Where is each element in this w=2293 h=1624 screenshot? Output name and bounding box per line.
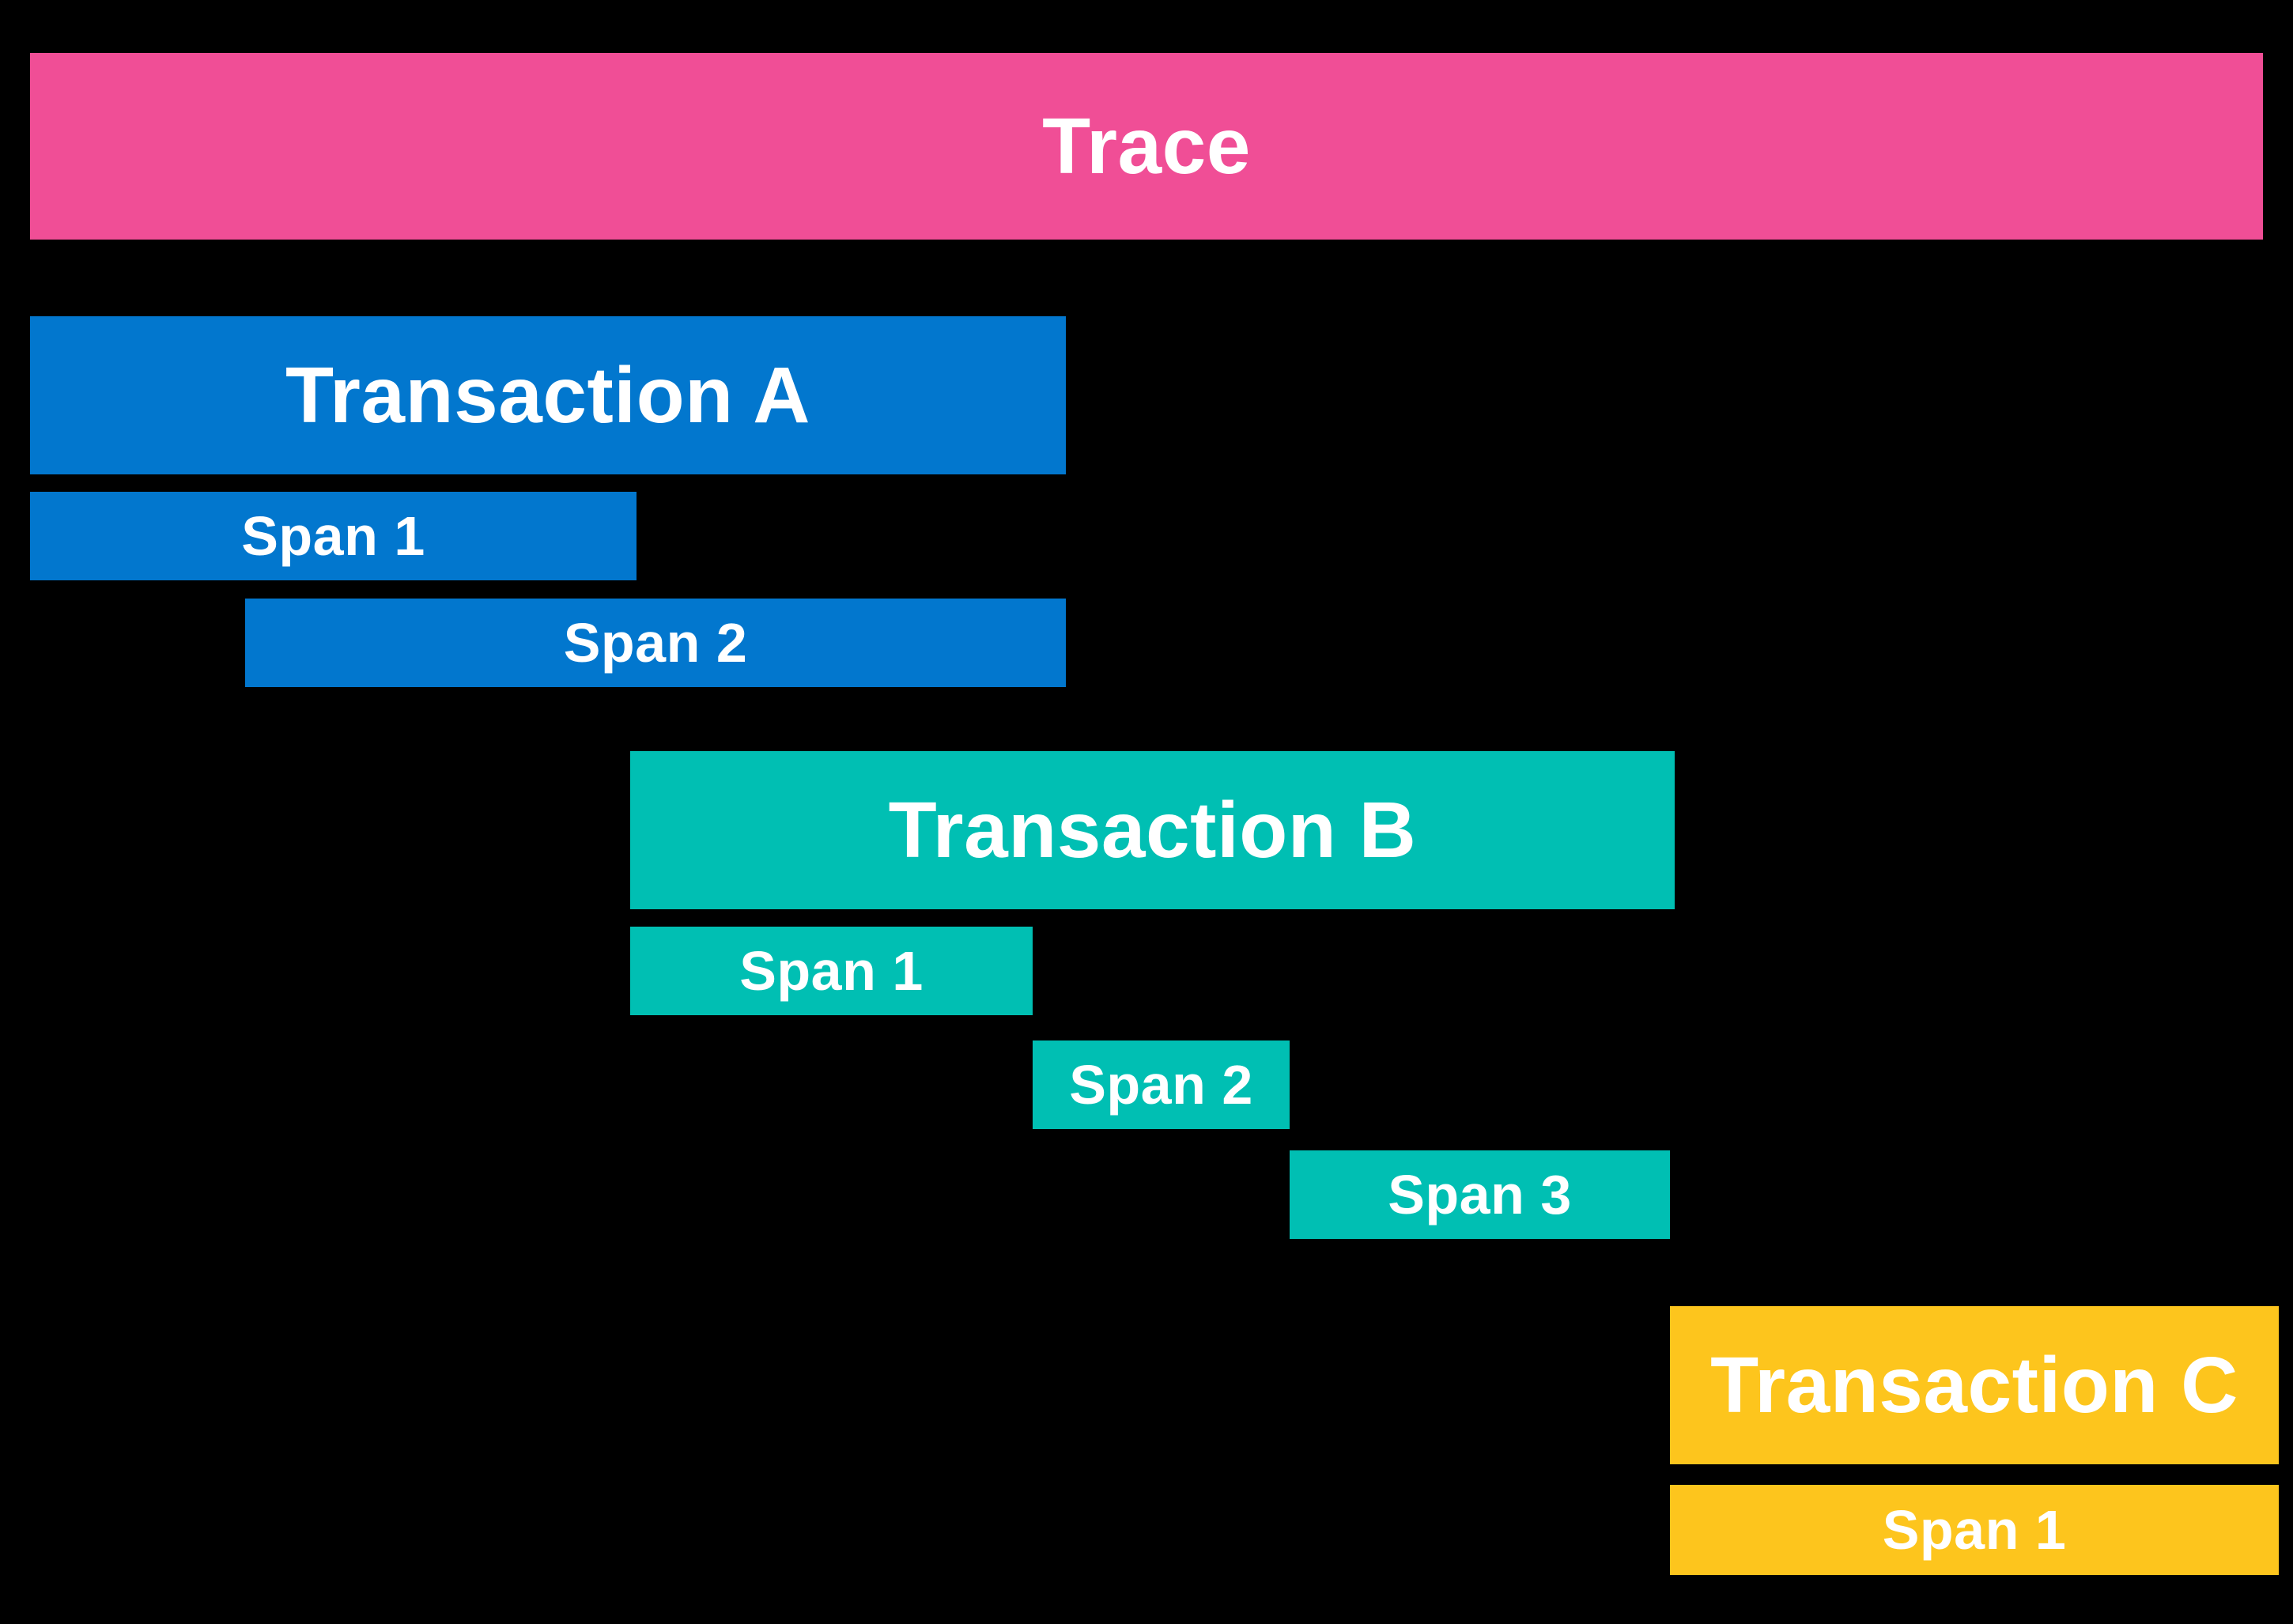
transaction-a-bar: Transaction A	[30, 316, 1066, 474]
transaction-a-span-1-label: Span 1	[241, 505, 425, 567]
transaction-b-span-2-label: Span 2	[1069, 1054, 1253, 1116]
transaction-a-label: Transaction A	[285, 351, 811, 440]
trace-bar: Trace	[30, 53, 2263, 240]
transaction-a-span-1-bar: Span 1	[30, 492, 637, 580]
transaction-b-span-1-bar: Span 1	[630, 927, 1033, 1015]
transaction-b-span-3-bar: Span 3	[1290, 1150, 1670, 1239]
transaction-b-label: Transaction B	[888, 786, 1417, 874]
transaction-b-bar: Transaction B	[630, 751, 1675, 909]
transaction-b-span-1-label: Span 1	[739, 940, 924, 1002]
transaction-a-span-2-bar: Span 2	[245, 599, 1066, 687]
transaction-a-span-2-label: Span 2	[563, 612, 748, 674]
transaction-c-bar: Transaction C	[1670, 1306, 2279, 1464]
transaction-b-span-3-label: Span 3	[1388, 1164, 1572, 1226]
transaction-b-span-2-bar: Span 2	[1033, 1040, 1290, 1129]
transaction-c-label: Transaction C	[1710, 1341, 2238, 1429]
trace-label: Trace	[1042, 102, 1251, 191]
transaction-c-span-1-bar: Span 1	[1670, 1485, 2279, 1575]
transaction-c-span-1-label: Span 1	[1882, 1499, 2067, 1561]
